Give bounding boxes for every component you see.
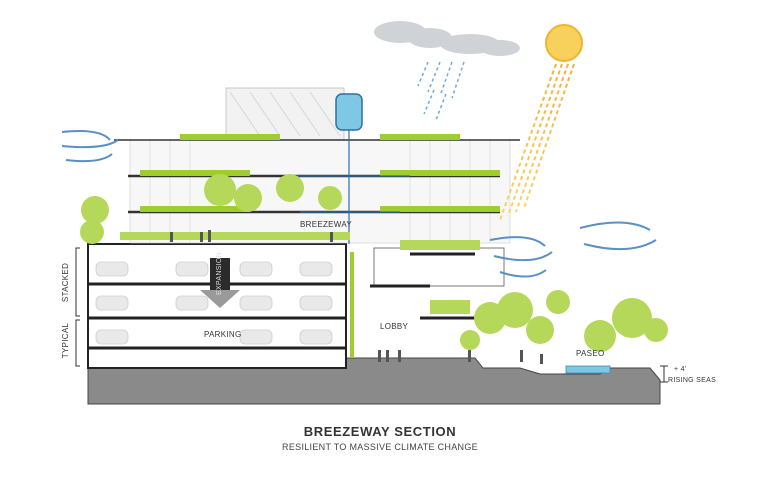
diagram-subtitle: RESILIENT TO MASSIVE CLIMATE CHANGE xyxy=(282,442,478,452)
green-wall xyxy=(350,252,354,358)
diagram-title: BREEZEWAY SECTION xyxy=(303,424,457,439)
sea-level-marker xyxy=(660,365,668,383)
sea-rise-value: + 4' xyxy=(674,366,687,373)
water-tank-icon xyxy=(290,93,410,244)
typical-label: TYPICAL xyxy=(61,322,71,359)
wind-icon xyxy=(61,130,657,278)
cloud-icon xyxy=(374,21,520,56)
parking-label: PARKING xyxy=(204,330,242,339)
parking-garage xyxy=(87,243,347,369)
paseo-label: PASEO xyxy=(576,349,605,358)
ground-plinth xyxy=(87,357,661,405)
vegetation xyxy=(80,174,668,352)
rain-icon xyxy=(417,61,465,121)
paseo-water xyxy=(565,365,611,374)
sun-icon xyxy=(499,24,583,221)
lobby-label: LOBBY xyxy=(380,322,409,331)
people xyxy=(170,230,543,364)
level-brackets xyxy=(75,247,80,367)
stacked-label: STACKED xyxy=(61,262,71,303)
expansion-label: EXPANSION xyxy=(216,251,224,296)
breezeway-label: BREEZEWAY xyxy=(300,220,353,229)
rising-seas-label: RISING SEAS xyxy=(668,377,717,384)
expansion-arrow-icon xyxy=(200,258,240,308)
